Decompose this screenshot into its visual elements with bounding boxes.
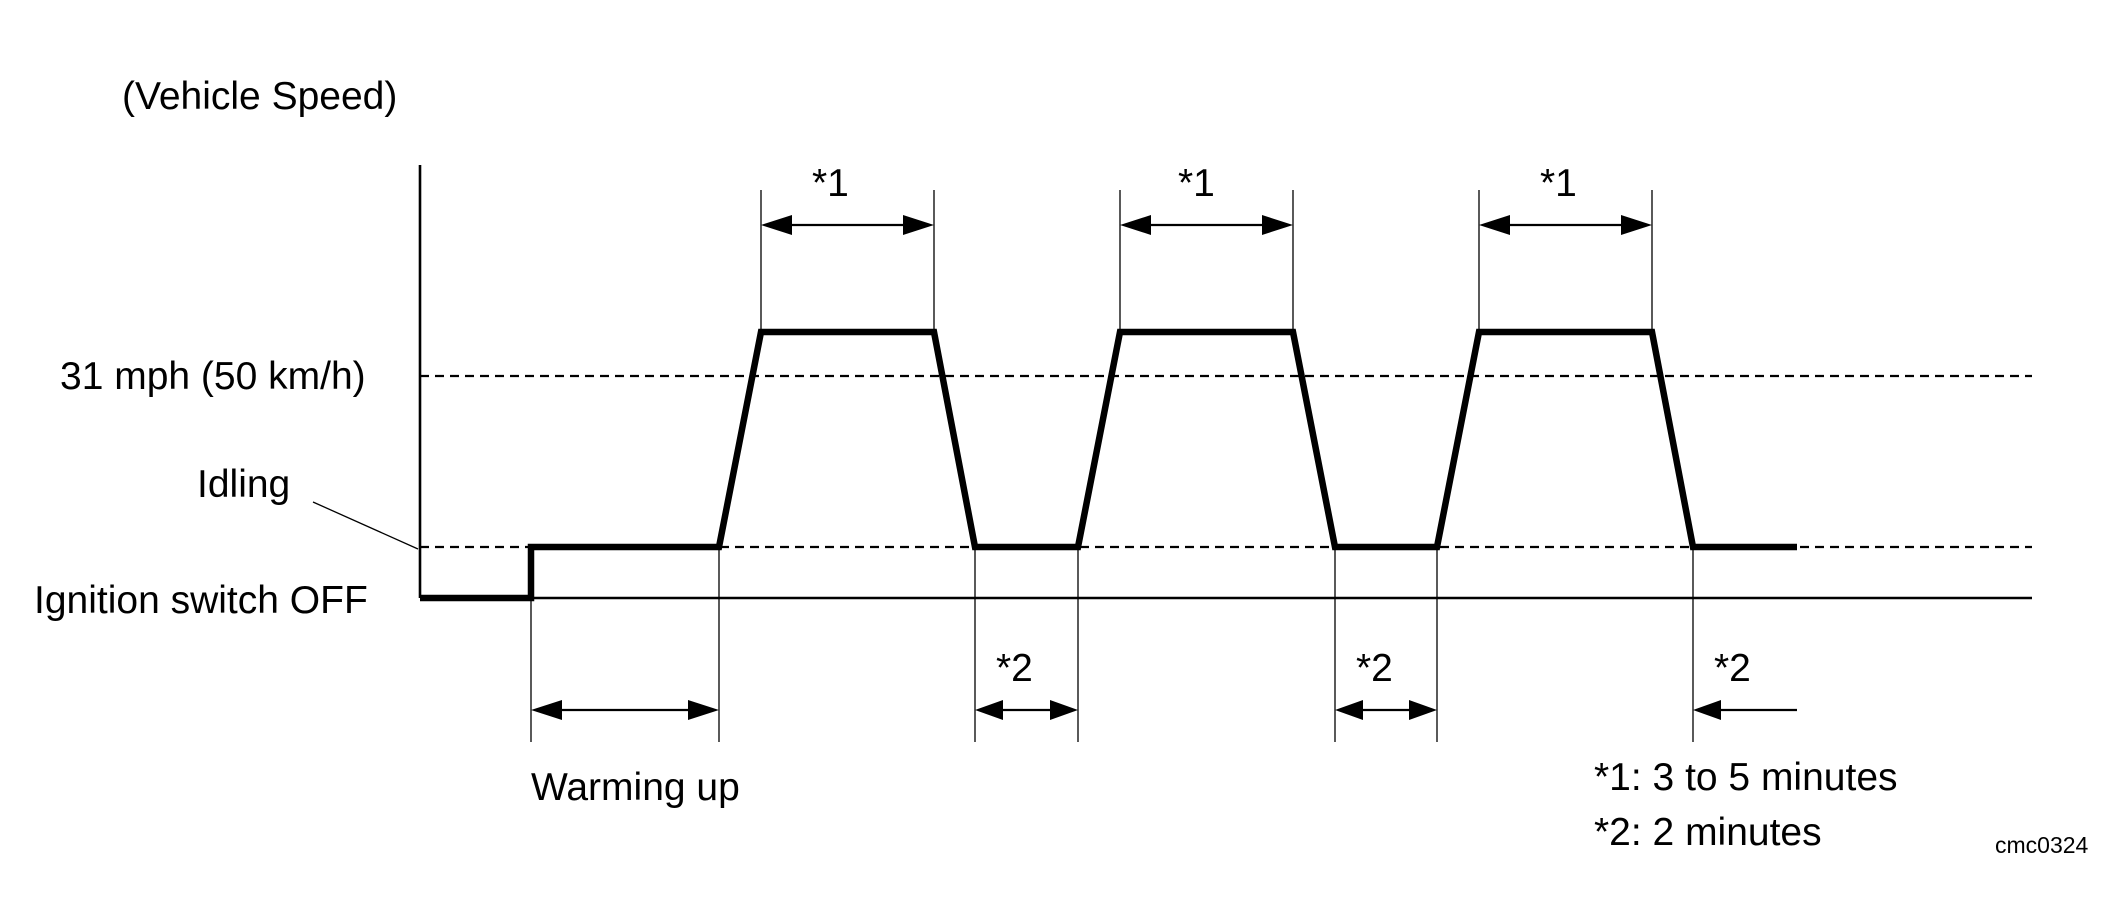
figure-code: cmc0324 <box>1995 832 2089 858</box>
idling-label: Idling <box>197 463 290 506</box>
interval-2-label-c: *2 <box>1714 647 1751 690</box>
warming-up-arrow <box>531 700 719 720</box>
y-axis-title: (Vehicle Speed) <box>122 75 397 118</box>
interval-2-label-b: *2 <box>1356 647 1393 690</box>
warming-up-label: Warming up <box>531 766 740 809</box>
interval-1-arrow-a <box>761 215 934 235</box>
interval-2-arrow-a <box>975 700 1078 720</box>
note-interval-2: *2: 2 minutes <box>1594 811 1822 854</box>
interval-1-arrow-c <box>1479 215 1652 235</box>
interval-1-label-c: *1 <box>1540 162 1577 205</box>
ignition-off-label: Ignition switch OFF <box>34 579 368 622</box>
idling-leader-line <box>312 501 419 550</box>
speed-level-label: 31 mph (50 km/h) <box>60 355 366 398</box>
interval-1-label-a: *1 <box>812 162 849 205</box>
interval-2-label-a: *2 <box>996 647 1033 690</box>
extension-lines <box>530 190 1694 742</box>
interval-2-arrow-c <box>1693 700 1797 720</box>
vehicle-speed-trace <box>420 328 1797 602</box>
interval-1-arrow-b <box>1120 215 1293 235</box>
note-interval-1: *1: 3 to 5 minutes <box>1594 756 1898 799</box>
interval-2-arrow-b <box>1335 700 1437 720</box>
interval-1-label-b: *1 <box>1178 162 1215 205</box>
